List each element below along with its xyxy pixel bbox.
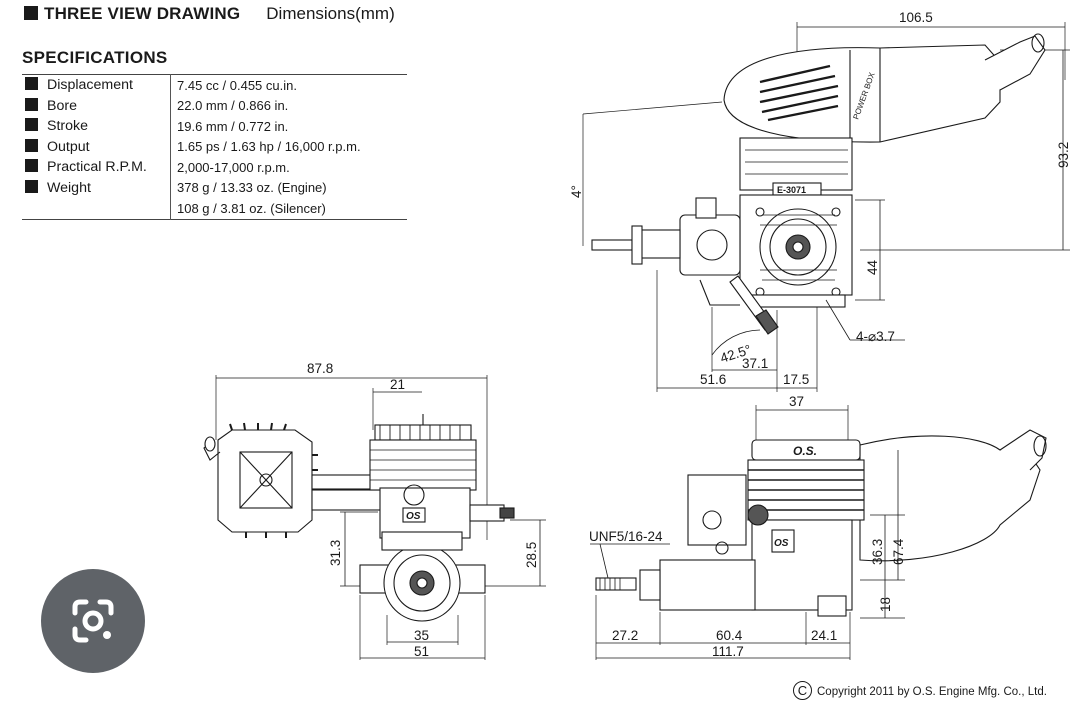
dim-35: 35 (414, 628, 429, 643)
specifications-table: Displacement 7.45 cc / 0.455 cu.in. Bore 2… (22, 74, 407, 220)
top-view: 106.5 93.2 4° POWER BOX E-3071 (569, 10, 1071, 392)
spec-value: 1.65 ps / 1.63 hp / 16,000 r.p.m. (177, 139, 361, 155)
dim-37: 37 (789, 394, 804, 409)
spec-value: 378 g / 13.33 oz. (Engine) (177, 180, 327, 196)
dim-106-5: 106.5 (899, 10, 933, 25)
side-brand2-label: OS (774, 538, 789, 549)
bullet-icon (25, 138, 38, 152)
copyright-notice: C Copyright 2011 by O.S. Engine Mfg. Co.,… (793, 681, 1047, 700)
model-label: E-3071 (777, 185, 806, 195)
silencer-ribs (759, 64, 839, 122)
bullet-icon (25, 77, 38, 91)
dim-21: 21 (390, 377, 405, 392)
google-lens-button[interactable] (41, 569, 145, 673)
dim-37-1: 37.1 (742, 356, 768, 371)
spec-row: Output 1.65 ps / 1.63 hp / 16,000 r.p.m. (22, 136, 407, 157)
angle-4-deg: 4° (569, 185, 584, 198)
dim-87-8: 87.8 (307, 361, 333, 376)
spec-row: 108 g / 3.81 oz. (Silencer) (22, 198, 407, 219)
spec-row: Weight 378 g / 13.33 oz. (Engine) (22, 177, 407, 198)
header-square-icon (24, 6, 38, 20)
bullet-icon (25, 97, 38, 111)
spec-label: Practical R.P.M. (47, 159, 147, 176)
dim-36-3: 36.3 (870, 539, 885, 565)
spec-row: Stroke 19.6 mm / 0.772 in. (22, 116, 407, 137)
bullet-icon (25, 118, 38, 132)
copyright-text: Copyright 2011 by O.S. Engine Mfg. Co., … (817, 686, 1047, 698)
dim-111-7: 111.7 (712, 644, 744, 659)
spec-row: Bore 22.0 mm / 0.866 in. (22, 95, 407, 116)
dim-60-4: 60.4 (716, 628, 743, 643)
spec-label: Stroke (47, 118, 89, 135)
side-view: 37 O.S. OS UNF5/16-24 (589, 394, 1047, 660)
spec-value: 108 g / 3.81 oz. (Silencer) (177, 200, 326, 216)
spec-label: Weight (47, 179, 91, 196)
spec-row: Practical R.P.M. 2,000-17,000 r.p.m. (22, 157, 407, 178)
spec-row: Displacement 7.45 cc / 0.455 cu.in. (22, 74, 407, 96)
dimension-units: Dimensions(mm) (266, 4, 395, 23)
dim-44: 44 (865, 259, 880, 275)
spec-value: 2,000-17,000 r.p.m. (177, 159, 290, 175)
dim-93-2: 93.2 (1056, 142, 1071, 168)
page-header: THREE VIEW DRAWING Dimensions(mm) (24, 4, 395, 24)
dim-51-6: 51.6 (700, 372, 726, 387)
specifications-heading: SPECIFICATIONS (22, 48, 168, 67)
front-view: 87.8 21 (203, 361, 546, 660)
spec-label: Displacement (47, 77, 133, 94)
thread-spec: UNF5/16-24 (589, 529, 663, 544)
spec-label: Bore (47, 97, 77, 114)
dim-28-5: 28.5 (524, 542, 539, 568)
dim-51: 51 (414, 644, 429, 659)
copyright-icon: C (793, 681, 812, 700)
dim-17-5: 17.5 (783, 372, 809, 387)
dim-27-2: 27.2 (612, 628, 638, 643)
spec-value: 22.0 mm / 0.866 in. (177, 98, 289, 114)
spec-value: 19.6 mm / 0.772 in. (177, 118, 289, 134)
spec-value: 7.45 cc / 0.455 cu.in. (177, 77, 297, 93)
bullet-icon (25, 159, 38, 173)
dim-24-1: 24.1 (811, 628, 837, 643)
drawing-title: THREE VIEW DRAWING (44, 4, 241, 23)
dim-18: 18 (878, 597, 893, 612)
front-brand-label: OS (406, 511, 421, 522)
dim-mount-holes: 4-⌀3.7 (856, 329, 895, 344)
bullet-icon (25, 179, 38, 193)
google-lens-icon (72, 599, 114, 643)
dim-31-3: 31.3 (328, 540, 343, 566)
side-brand-label: O.S. (793, 444, 817, 458)
dim-67-4: 67.4 (891, 538, 906, 565)
spec-label: Output (47, 138, 90, 155)
